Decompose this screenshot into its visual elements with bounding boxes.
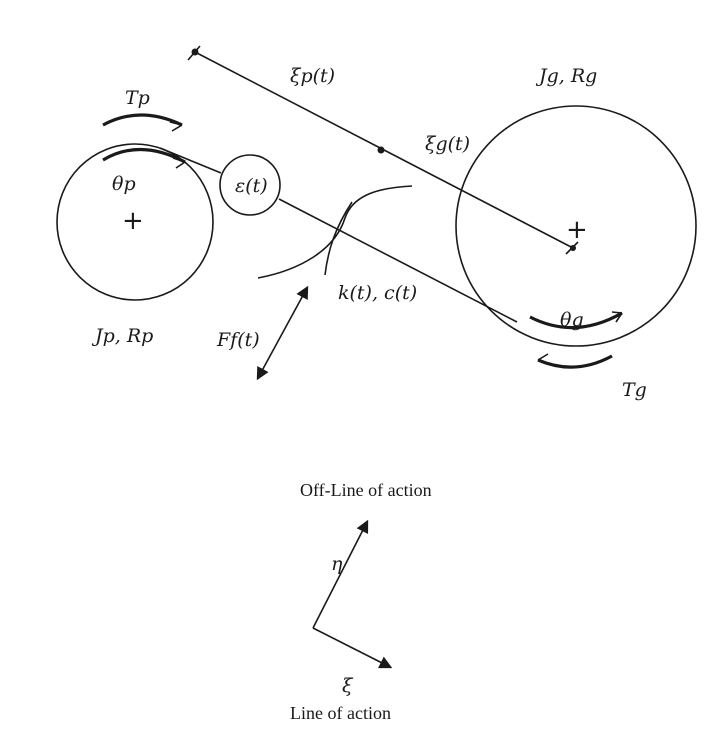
tooth-profile-curve-left [257,185,413,279]
displacement-dot-start [191,48,199,56]
line-of-action-segment-a [159,147,222,174]
gear-torque-label: Tg [622,379,647,401]
pinion-circle [56,143,214,301]
eta-axis-arrow [312,519,369,629]
line-of-action-caption: Line of action [290,703,391,723]
pinion-angle-label: θp [112,173,136,195]
displacement-dot-end [570,245,576,251]
pinion-rotation-arrowhead [172,157,186,163]
line-of-action-segment-b [278,198,518,323]
xi-axis-label: ξ [342,675,354,697]
tooth-profile-curve-right [324,201,353,276]
pinion-torque-arrowhead [169,121,183,126]
gear-circle [455,105,697,347]
gear-torque-arrowhead [537,353,549,361]
gear-rotation-arrowhead-b [615,312,623,323]
off-line-of-action-caption: Off-Line of action [300,480,432,500]
error-circle [219,154,281,216]
gear-center-icon: + [566,215,588,245]
error-label: ε(t) [235,175,268,197]
gear-rotation-arrowhead [611,311,623,314]
gear-inertia-radius-label: Jg, Rg [535,65,597,87]
gear-torque-arrowhead-b [537,359,550,365]
pinion-torque-arrow [102,113,183,127]
gear-angle-label: θg [560,309,584,331]
friction-force-label: Ff(t) [216,329,260,351]
displacement-dot-mid [377,146,385,154]
pinion-torque-arrowhead-b [171,124,183,132]
pinion-rotation-arrowhead-b [175,161,186,169]
gear-torque-arrow [537,354,613,369]
gear-rotation-arrow [529,311,623,330]
pinion-center-icon: + [122,206,144,236]
mesh-stiffness-damping-label: k(t), c(t) [338,282,417,304]
eta-axis-label: η [331,553,343,575]
pinion-torque-label: Tp [125,87,150,109]
gear-displacement-label: ξg(t) [425,133,470,155]
friction-force-arrow [256,285,309,381]
pinion-rotation-arrow [102,147,186,164]
pinion-displacement-label: ξp(t) [290,65,335,87]
xi-axis-arrow [312,627,393,669]
pinion-inertia-radius-label: Jp, Rp [91,325,153,347]
